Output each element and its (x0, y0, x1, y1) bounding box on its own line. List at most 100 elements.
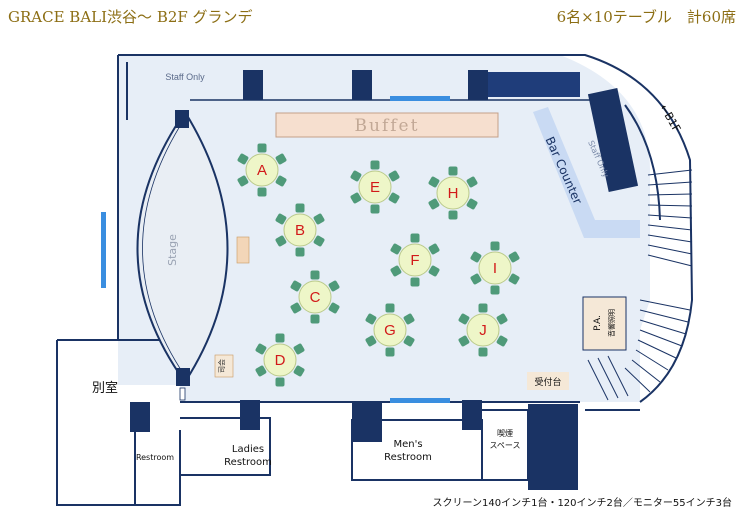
chair (275, 175, 287, 187)
chair (428, 176, 440, 188)
chair (293, 365, 305, 377)
chair (470, 273, 482, 285)
stage-steps (236, 236, 250, 264)
reception-desk (527, 372, 569, 390)
table-e: E (350, 160, 400, 214)
door (179, 387, 186, 401)
stage-pillar-top (175, 110, 189, 128)
mc-stand (214, 354, 234, 378)
bottom-rooms (134, 409, 529, 506)
table-a: A (237, 143, 287, 197)
pa-sub-label: 音響照明 (607, 309, 616, 337)
reception-label: 受付台 (534, 376, 561, 388)
table-top (478, 251, 512, 285)
table-label: C (310, 289, 321, 306)
chair (458, 313, 470, 325)
table-top (373, 313, 407, 347)
stage-pillar-bottom (176, 368, 190, 386)
chair (466, 176, 478, 188)
mens-label-1: Men's (393, 439, 422, 450)
chair (390, 265, 402, 277)
chair (428, 198, 440, 210)
table-label: H (448, 185, 459, 202)
chair (255, 365, 267, 377)
chair (428, 265, 440, 277)
table-top (358, 170, 392, 204)
chair (350, 170, 362, 182)
ladies-label-1: Ladies (232, 444, 264, 455)
table-j: J (458, 303, 508, 357)
chair (290, 280, 302, 292)
chair (328, 302, 340, 314)
chair (458, 335, 470, 347)
table-label: A (257, 162, 267, 179)
chair (255, 343, 267, 355)
bar-counter (533, 107, 640, 238)
chair (310, 314, 320, 324)
chair (466, 198, 478, 210)
chair (490, 241, 500, 251)
floor-area (118, 55, 650, 402)
page-title: GRACE BALI渋谷～ B2F グランデ (8, 8, 253, 26)
table-label: I (493, 260, 497, 277)
screen-top (390, 96, 450, 101)
chair (403, 335, 415, 347)
smoking-label-2: スペース (489, 441, 520, 450)
chair (478, 303, 488, 313)
chair (275, 333, 285, 343)
screen-bottom (390, 398, 450, 403)
chair (490, 285, 500, 295)
table-b: B (275, 203, 325, 257)
table-top (466, 313, 500, 347)
chair (365, 313, 377, 325)
table-c: C (290, 270, 340, 324)
chair (295, 203, 305, 213)
smoking-label-1: 喫煙 (497, 428, 513, 438)
chair (388, 170, 400, 182)
staff-only-top-label: Staff Only (165, 72, 205, 82)
chair (410, 233, 420, 243)
table-top (298, 280, 332, 314)
mens-label-2: Restroom (384, 452, 432, 463)
chair (385, 347, 395, 357)
chair (385, 303, 395, 313)
chair (470, 251, 482, 263)
table-top (245, 153, 279, 187)
table-label: D (275, 352, 286, 369)
columns (130, 70, 639, 490)
private-room-label: 別室 (92, 380, 118, 396)
chair (448, 210, 458, 220)
buffet-table (275, 112, 499, 138)
chair (257, 187, 267, 197)
chair (508, 273, 520, 285)
chair (365, 335, 377, 347)
table-label: B (295, 222, 305, 239)
chair (275, 377, 285, 387)
table-label: G (384, 322, 396, 339)
chair (350, 192, 362, 204)
chair (293, 343, 305, 355)
table-h: H (428, 166, 478, 220)
chair (388, 192, 400, 204)
staircase-lower (587, 299, 691, 401)
chair (313, 235, 325, 247)
chair (428, 243, 440, 255)
b1f-label: ←B1F (657, 102, 683, 135)
ladies-label-2: Restroom (224, 457, 272, 468)
footer-note: スクリーン140インチ1台・120インチ2台／モニター55インチ3台 (432, 498, 733, 509)
stage-label: Stage (166, 234, 179, 266)
table-label: J (479, 322, 487, 339)
chair (237, 175, 249, 187)
chair (370, 204, 380, 214)
chair (448, 166, 458, 176)
chair (508, 251, 520, 263)
chair (275, 153, 287, 165)
pa-booth (582, 296, 627, 351)
chair (275, 213, 287, 225)
page-subtitle: 6名×10テーブル 計60席 (556, 8, 736, 26)
restroom-small-label: Restroom (136, 453, 174, 462)
chair (275, 235, 287, 247)
chair (290, 302, 302, 314)
table-top (398, 243, 432, 277)
chair (478, 347, 488, 357)
